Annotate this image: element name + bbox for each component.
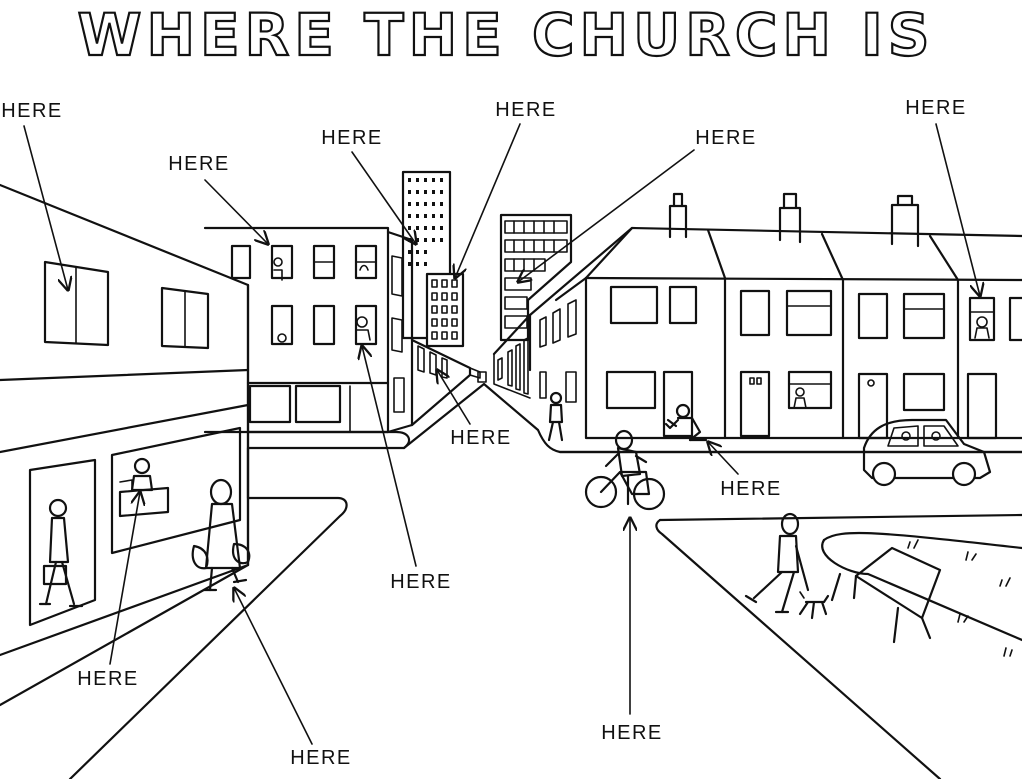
right-tower	[499, 213, 573, 342]
center-building	[203, 226, 414, 434]
here-label-far-right: HERE	[905, 97, 967, 119]
here-label-shop: HERE	[77, 668, 139, 690]
woman-with-shopping-bags	[191, 478, 251, 592]
here-label-tower: HERE	[495, 99, 557, 121]
here-label-mid-window: HERE	[390, 571, 452, 593]
terraced-houses	[492, 192, 1022, 440]
here-label-cyclist: HERE	[601, 722, 663, 744]
walking-pedestrian	[547, 391, 564, 442]
crouching-person	[664, 403, 708, 442]
here-label-center-building: HERE	[321, 127, 383, 149]
here-label-woman: HERE	[290, 747, 352, 769]
here-label-top-left: HERE	[1, 100, 63, 122]
left-building	[0, 183, 250, 657]
car	[862, 418, 992, 487]
here-label-crouching-person: HERE	[720, 478, 782, 500]
road-lines	[0, 382, 1022, 779]
person-with-bag	[38, 498, 84, 608]
cyclist	[584, 429, 666, 511]
medium-tower	[425, 272, 465, 348]
here-label-right-tower: HERE	[695, 127, 757, 149]
man-walking-dog	[744, 512, 830, 620]
distant-street	[469, 337, 531, 399]
park-with-bench	[821, 531, 1022, 657]
here-label-left-building: HERE	[168, 153, 230, 175]
page-title: WHERE THE CHURCH IS	[77, 1, 934, 69]
here-label-street: HERE	[450, 427, 512, 449]
here-labels: HERE HERE HERE HERE HERE HERE HERE HERE …	[1, 97, 980, 769]
